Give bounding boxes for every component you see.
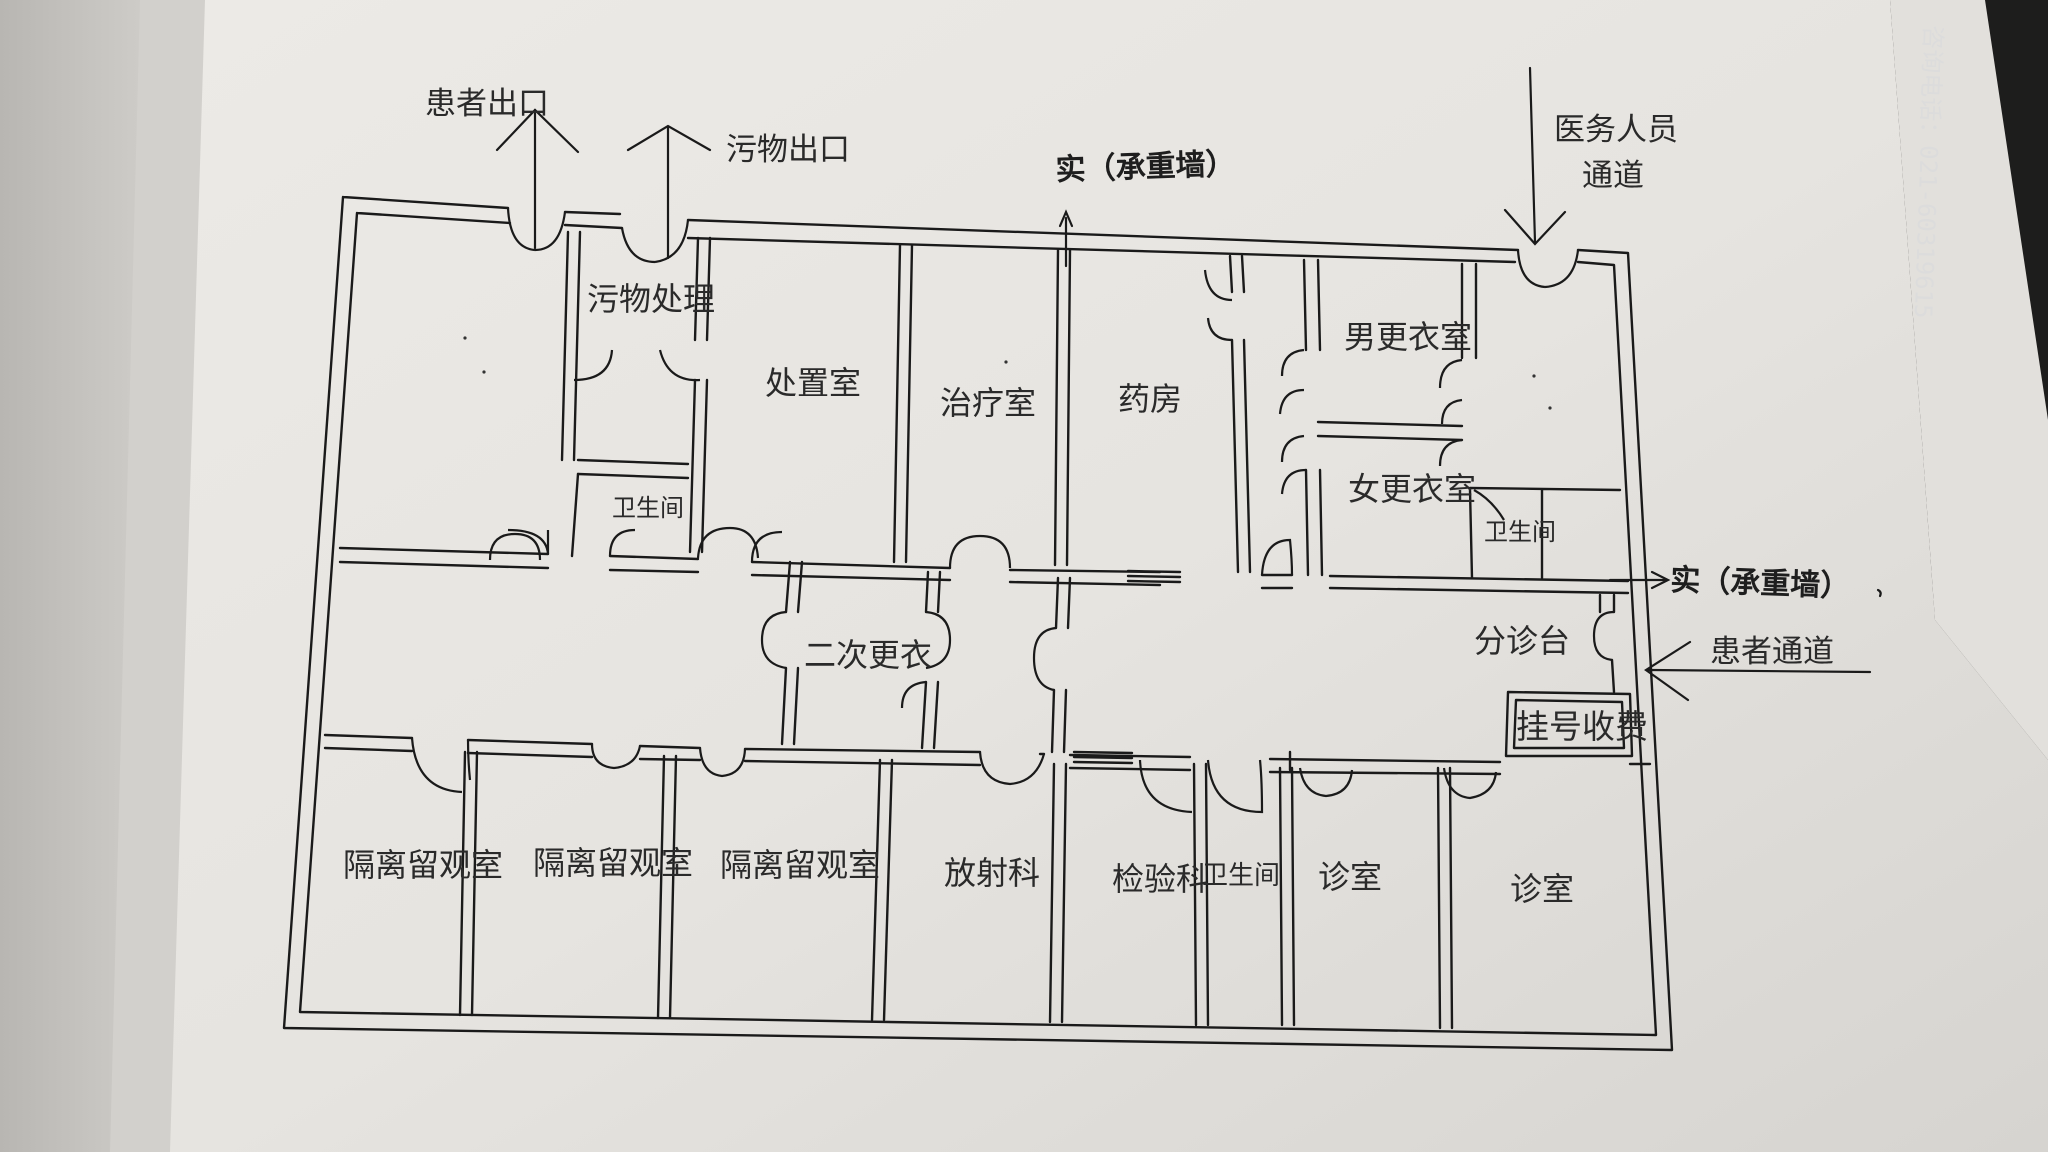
floor-plan-walls <box>282 195 1674 1052</box>
room-isolation-3: 隔离留观室 <box>720 846 880 884</box>
room-toilet-upper-left: 卫生间 <box>612 494 684 522</box>
room-radiology: 放射科 <box>944 854 1040 892</box>
room-female-locker: 女更衣室 <box>1348 470 1476 508</box>
room-consult-1: 诊室 <box>1318 858 1382 896</box>
label-waste-exit: 污物出口 <box>726 132 850 168</box>
room-male-locker: 男更衣室 <box>1344 318 1472 356</box>
paper-sheet <box>170 0 2048 1152</box>
room-labels: 污物处理 处置室 治疗室 药房 男更衣室 女更衣室 卫生间 卫生间 二次更衣 分… <box>343 280 1648 908</box>
room-disposal: 处置室 <box>765 364 861 402</box>
room-toilet-upper-right: 卫生间 <box>1484 518 1556 546</box>
note-load-bearing-top: 实（承重墙） <box>1055 147 1236 188</box>
room-laboratory: 检验科 <box>1112 860 1208 898</box>
room-consult-2: 诊室 <box>1510 870 1574 908</box>
room-isolation-2: 隔离留观室 <box>533 844 693 882</box>
label-patient-passage: 患者通道 <box>1710 634 1834 670</box>
room-registration: 挂号收费 <box>1516 707 1648 746</box>
label-patient-exit: 患者出口 <box>425 86 549 122</box>
room-waste-treatment: 污物处理 <box>587 280 715 318</box>
room-toilet-lower: 卫生间 <box>1202 861 1280 891</box>
plan-dots <box>463 336 1552 410</box>
note-load-bearing-right: 实（承重墙） <box>1670 563 1851 604</box>
label-staff-passage-1: 医务人员 <box>1554 112 1678 148</box>
flow-arrows <box>495 66 1882 702</box>
label-staff-passage-2: 通道 <box>1582 158 1644 194</box>
room-triage-desk: 分诊台 <box>1474 622 1570 660</box>
room-isolation-1: 隔离留观室 <box>343 846 503 884</box>
room-treatment: 治疗室 <box>940 384 1036 422</box>
flow-labels: 患者出口 污物出口 医务人员 通道 患者通道 <box>425 86 1834 670</box>
background-sign-phone: 咨询电话：021-60319615 <box>1909 25 1947 319</box>
door-swings <box>410 207 1615 814</box>
room-second-changing: 二次更衣 <box>804 636 932 674</box>
room-pharmacy: 药房 <box>1118 380 1182 418</box>
handwritten-notes: 实（承重墙） 实（承重墙） <box>1055 147 1851 605</box>
